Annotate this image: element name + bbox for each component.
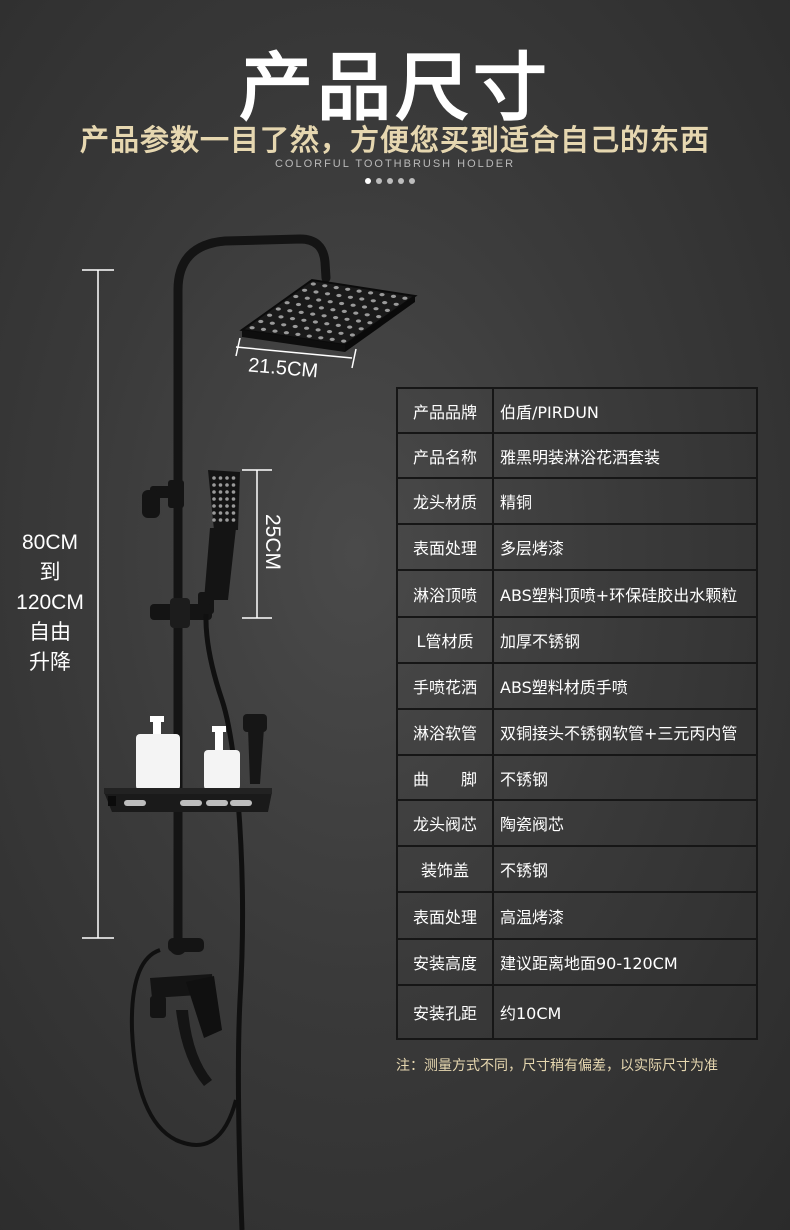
spec-row: L管材质加厚不锈钢 xyxy=(396,616,758,664)
range-label-line: 80CM xyxy=(21,531,79,554)
handheld-height-dimension xyxy=(242,469,272,619)
bidet-sprayer xyxy=(243,714,267,784)
spec-value: 约10CM xyxy=(492,984,758,1040)
spec-value: 双铜接头不锈钢软管+三元丙内管 xyxy=(492,708,758,756)
height-dimension-line xyxy=(82,269,114,939)
carousel-dot[interactable] xyxy=(409,178,415,184)
spec-label: 安装高度 xyxy=(396,938,494,986)
spec-value: ABS塑料材质手喷 xyxy=(492,662,758,710)
tagline: COLORFUL TOOTHBRUSH HOLDER xyxy=(274,158,516,170)
spec-row: 曲 脚不锈钢 xyxy=(396,754,758,801)
spec-label: 表面处理 xyxy=(396,891,494,940)
spec-label: 淋浴顶喷 xyxy=(396,569,494,618)
spec-value: ABS塑料顶喷+环保硅胶出水颗粒 xyxy=(492,569,758,618)
measurement-note: 注：测量方式不同，尺寸稍有偏差，以实际尺寸为准 xyxy=(396,1058,718,1074)
spec-label: 表面处理 xyxy=(396,523,494,571)
hose-loop xyxy=(129,948,238,1147)
spec-row: 装饰盖不锈钢 xyxy=(396,845,758,893)
range-label-line: 升降 xyxy=(29,651,71,674)
spec-label: 龙头材质 xyxy=(396,477,494,525)
spec-label: 手喷花洒 xyxy=(396,662,494,710)
carousel-dot[interactable] xyxy=(398,178,404,184)
page-subtitle: 产品参数一目了然，方便您买到适合自己的东西 xyxy=(79,123,710,157)
mixer-valve xyxy=(150,937,222,1086)
carousel-dot[interactable] xyxy=(387,178,393,184)
slide-holder xyxy=(150,598,212,628)
spec-value: 多层烤漆 xyxy=(492,523,758,571)
spec-value: 不锈钢 xyxy=(492,754,758,801)
spec-label: 龙头阀芯 xyxy=(396,799,494,847)
spec-row: 安装高度建议距离地面90-120CM xyxy=(396,938,758,986)
rain-shower-head xyxy=(239,278,418,352)
spec-value: 不锈钢 xyxy=(492,845,758,893)
spray-nozzles xyxy=(249,282,408,343)
spec-value: 加厚不锈钢 xyxy=(492,616,758,664)
spec-value: 雅黑明装淋浴花洒套装 xyxy=(492,432,758,479)
spec-label: 淋浴软管 xyxy=(396,708,494,756)
spec-label: 产品品牌 xyxy=(396,387,494,434)
spec-label: 装饰盖 xyxy=(396,845,494,893)
spec-label: L管材质 xyxy=(396,616,494,664)
carousel-dot[interactable] xyxy=(365,178,371,184)
spec-label: 安装孔距 xyxy=(396,984,494,1040)
spec-row: 淋浴软管双铜接头不锈钢软管+三元丙内管 xyxy=(396,708,758,756)
spec-label: 产品名称 xyxy=(396,432,494,479)
spec-row: 产品名称雅黑明装淋浴花洒套装 xyxy=(396,432,758,479)
spec-row: 表面处理高温烤漆 xyxy=(396,891,758,940)
spec-row: 龙头阀芯陶瓷阀芯 xyxy=(396,799,758,847)
spec-row: 安装孔距约10CM xyxy=(396,984,758,1040)
range-label-line: 120CM xyxy=(16,591,84,614)
shower-hose xyxy=(203,613,246,1230)
head-width-dimension xyxy=(235,337,357,369)
carousel-dot[interactable] xyxy=(376,178,382,184)
spec-row: 表面处理多层烤漆 xyxy=(396,523,758,571)
wall-bracket xyxy=(142,480,184,518)
bottle-left xyxy=(136,716,180,790)
spec-row: 龙头材质精铜 xyxy=(396,477,758,525)
spec-value: 建议距离地面90-120CM xyxy=(492,938,758,986)
spec-row: 产品品牌伯盾/PIRDUN xyxy=(396,387,758,434)
spec-value: 精铜 xyxy=(492,477,758,525)
head-width-label: 21.5CM xyxy=(247,354,319,382)
riser-pipe xyxy=(173,234,331,945)
range-label-line: 到 xyxy=(39,561,61,584)
handheld-shower xyxy=(198,470,240,614)
shower-shelf xyxy=(104,788,272,812)
bottle-right xyxy=(204,726,240,790)
carousel-dots xyxy=(365,178,415,184)
page-title: 产品尺寸 xyxy=(239,45,551,131)
height-range-label: 80CM 到 120CM 自由 升降 xyxy=(0,528,100,678)
handheld-height-label: 25CM xyxy=(261,514,284,570)
spec-value: 伯盾/PIRDUN xyxy=(492,387,758,434)
range-label-line: 自由 xyxy=(29,621,71,644)
spec-value: 陶瓷阀芯 xyxy=(492,799,758,847)
spec-label: 曲 脚 xyxy=(396,754,494,801)
spec-value: 高温烤漆 xyxy=(492,891,758,940)
